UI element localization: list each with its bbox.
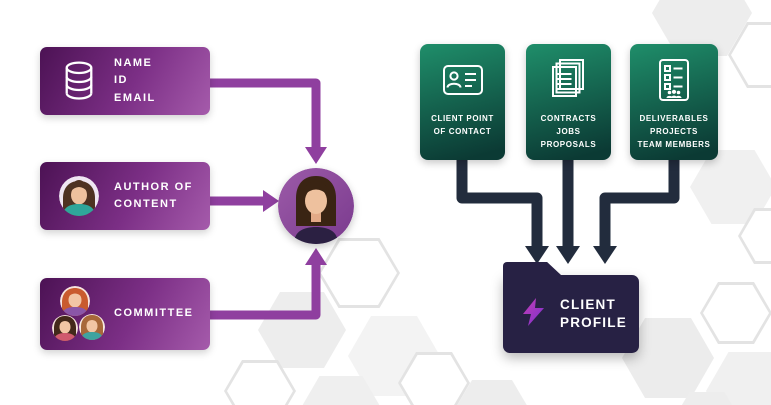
label-line: DELIVERABLES <box>639 114 709 123</box>
label-line: NAME <box>114 57 153 70</box>
data-box-deliverables-projects-team: DELIVERABLES PROJECTS TEAM MEMBERS <box>630 44 718 160</box>
label-line: AUTHOR OF <box>114 180 193 193</box>
folder-tab <box>503 262 561 275</box>
label-line: CLIENT <box>560 296 616 312</box>
label-line: CONTRACTS <box>540 114 597 123</box>
label-line: EMAIL <box>114 91 156 104</box>
data-box-client-point-of-contact: CLIENT POINT OF CONTACT <box>420 44 505 160</box>
label-line: CLIENT POINT <box>431 114 494 123</box>
dark-arrow-left <box>456 160 543 248</box>
label-line: TEAM MEMBERS <box>637 140 711 150</box>
contact-card-icon <box>441 55 485 105</box>
purple-arrow-top <box>210 78 321 149</box>
purple-arrowhead-middle <box>263 190 279 212</box>
label-line: OF CONTACT <box>433 127 492 137</box>
source-box-committee: COMMITTEE <box>40 278 210 350</box>
hexagon-decoration <box>318 238 400 308</box>
label-line: JOBS <box>556 127 581 137</box>
client-profile-folder: CLIENT PROFILE <box>503 262 639 353</box>
purple-arrowhead-top <box>305 147 327 164</box>
hexagon-decoration <box>672 392 742 405</box>
hexagon-decoration <box>258 292 346 368</box>
profile-person-avatar <box>278 168 354 244</box>
label-line: PROPOSALS <box>540 140 597 150</box>
label-line: CONTENT <box>114 198 178 210</box>
label-line: COMMITTEE <box>114 307 194 320</box>
dark-arrow-right <box>599 160 680 248</box>
data-box-contracts-jobs-proposals: CONTRACTS JOBS PROPOSALS <box>526 44 611 160</box>
database-icon <box>50 60 108 102</box>
client-profile-logo-icon <box>519 296 549 333</box>
source-box-name-id-email: NAME ID EMAIL <box>40 47 210 115</box>
label-line: PROJECTS <box>650 127 698 137</box>
checklist-icon <box>652 55 696 105</box>
source-box-author-of-content: AUTHOR OF CONTENT <box>40 162 210 230</box>
documents-icon <box>547 55 591 105</box>
committee-avatars-icon <box>50 285 108 343</box>
purple-arrowhead-bottom <box>305 248 327 265</box>
label-line: PROFILE <box>560 315 627 330</box>
label-line: ID <box>114 74 128 87</box>
hexagon-decoration <box>398 352 470 405</box>
author-avatar-icon <box>50 176 108 216</box>
hexagon-decoration <box>700 282 771 344</box>
